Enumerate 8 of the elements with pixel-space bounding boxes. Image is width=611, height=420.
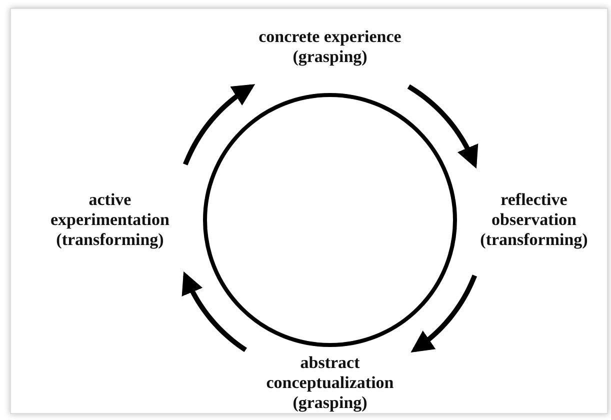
arrow <box>410 274 478 353</box>
stage-label: abstract conceptualization (grasping) <box>265 353 395 413</box>
arrow <box>182 271 247 352</box>
arrow <box>407 84 478 169</box>
arrow <box>182 84 256 166</box>
stage-label: concrete experience (grasping) <box>258 27 402 67</box>
stage-label: reflective observation (transforming) <box>479 190 589 250</box>
stage-label: active experimentation (transforming) <box>50 190 170 250</box>
